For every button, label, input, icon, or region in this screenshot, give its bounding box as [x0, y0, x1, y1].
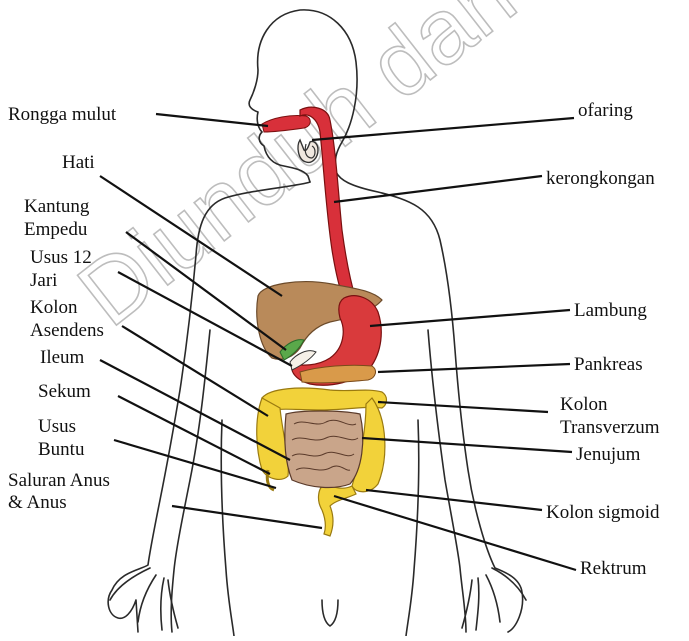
label-rongga-mulut: Rongga mulut [8, 104, 117, 125]
label-kolon-sigmoid: Kolon sigmoid [546, 502, 660, 523]
label-kolon-a: Kolon [30, 297, 78, 318]
label-buntu: Buntu [38, 439, 85, 460]
label-pankreas: Pankreas [574, 354, 643, 375]
label-ileum: Ileum [40, 347, 85, 368]
label-kerongkongan: kerongkongan [546, 168, 655, 189]
small-intestine [285, 411, 363, 487]
label-sekum: Sekum [38, 381, 91, 402]
inner-arm-right [428, 330, 466, 632]
colon-sigmoid [319, 484, 356, 536]
labels-right: ofaring kerongkongan Lambung Pankreas Ko… [546, 100, 660, 579]
left-hand [110, 568, 178, 630]
label-transverzum: Transverzum [560, 417, 660, 438]
label-kolon-t: Kolon [560, 394, 608, 415]
leader-lambung [370, 310, 570, 326]
inner-arm-left [171, 330, 210, 632]
label-usus-12: Usus 12 [30, 247, 92, 268]
colon-ascending [257, 398, 289, 479]
label-rektrum: Rektrum [580, 558, 647, 579]
label-and-anus: & Anus [8, 492, 67, 513]
label-jenujum: Jenujum [576, 444, 641, 465]
label-kantung: Kantung [24, 196, 90, 217]
leader-kolon-sigmoid [366, 490, 542, 510]
label-empedu: Empedu [24, 219, 88, 240]
label-usus: Usus [38, 416, 76, 437]
leader-rektrum [334, 496, 576, 570]
leader-kolon-transverzum [378, 402, 548, 412]
leader-saluran-anus [172, 506, 322, 528]
label-lambung: Lambung [574, 300, 647, 321]
label-jari: Jari [30, 270, 57, 291]
label-saluran-anus: Saluran Anus [8, 470, 110, 491]
label-hati: Hati [62, 152, 95, 173]
label-ofaring: ofaring [578, 100, 633, 121]
leader-kolon-asendens [122, 326, 268, 416]
leader-jenujum [362, 438, 572, 452]
label-asendens: Asendens [30, 320, 104, 341]
leader-pankreas [378, 364, 570, 372]
right-hand [462, 568, 526, 630]
